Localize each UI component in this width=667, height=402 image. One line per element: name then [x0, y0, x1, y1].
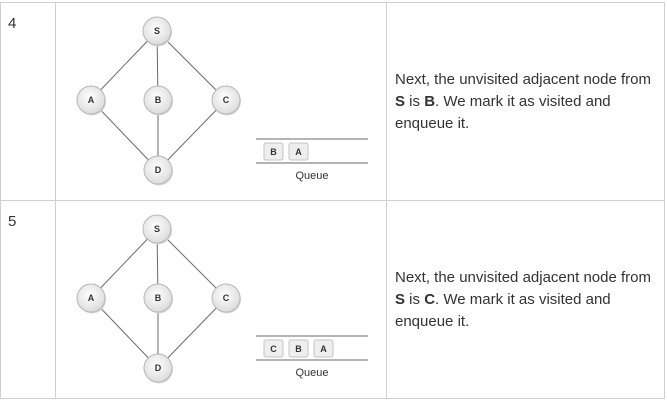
queue-caption: Queue — [295, 367, 328, 379]
step-number-cell: 4 — [0, 2, 56, 201]
node-label: C — [223, 95, 230, 105]
queue-item: C — [263, 339, 284, 358]
node-label: A — [88, 95, 95, 105]
graph-node-d: D — [143, 155, 173, 186]
step-number: 4 — [8, 15, 17, 32]
step-description: Next, the unvisited adjacent node from S… — [387, 69, 664, 135]
queue-item-label: B — [270, 147, 277, 157]
description-node-name: C — [424, 290, 436, 308]
queue-item: B — [263, 142, 284, 161]
graph-diagram-cell: S A B C D C B A Queue — [55, 200, 387, 399]
graph-node-a: A — [76, 85, 106, 116]
node-circle — [143, 85, 173, 115]
description-text: is — [405, 290, 425, 308]
graph-node-s: S — [142, 214, 172, 245]
step-number-cell: 5 — [0, 200, 56, 399]
description-text: . We mark it as visited and enqueue it. — [395, 92, 611, 132]
description-text: Next, the unvisited adjacent node from — [395, 268, 651, 286]
node-circle — [143, 283, 173, 313]
graph-node-d: D — [143, 353, 173, 384]
bfs-graph-diagram: S A B C D B A Queue — [76, 16, 368, 186]
node-label: D — [155, 165, 162, 175]
graph-edge-c-d — [157, 297, 227, 369]
step-description: Next, the unvisited adjacent node from S… — [387, 267, 664, 333]
step-description-cell: Next, the unvisited adjacent node from S… — [386, 2, 665, 201]
graph-node-b: B — [143, 283, 173, 314]
step-number: 5 — [8, 213, 17, 230]
node-circle — [143, 155, 173, 185]
description-text: . We mark it as visited and enqueue it. — [395, 290, 611, 330]
queue-item: A — [288, 142, 309, 161]
graph-node-s: S — [142, 16, 172, 47]
node-label: C — [223, 293, 230, 303]
graph-edge-s-a — [90, 228, 158, 299]
graph-edge-a-d — [90, 99, 159, 171]
node-circle — [211, 283, 241, 313]
bfs-graph-diagram: S A B C D C B A Queue — [76, 214, 368, 384]
description-text: is — [405, 92, 425, 110]
node-circle — [143, 353, 173, 383]
queue-item-label: A — [320, 344, 327, 354]
queue-item-label: B — [295, 344, 302, 354]
queue-item-label: C — [270, 344, 277, 354]
queue-caption: Queue — [295, 170, 328, 182]
graph-edge-s-c — [156, 30, 227, 101]
node-label: S — [154, 26, 160, 36]
description-node-name: B — [424, 92, 436, 110]
description-text: Next, the unvisited adjacent node from — [395, 70, 651, 88]
queue-item-label: A — [295, 147, 302, 157]
graph-node-c: C — [211, 85, 241, 116]
graph-node-b: B — [143, 85, 173, 116]
queue-item: A — [313, 339, 334, 358]
node-circle — [76, 283, 106, 313]
description-node-name: S — [395, 92, 406, 110]
node-label: B — [155, 293, 162, 303]
graph-diagram-cell: S A B C D B A Queue — [55, 2, 387, 201]
queue: B A Queue — [256, 138, 368, 182]
queue-item: B — [288, 339, 309, 358]
graph-edge-s-a — [90, 30, 158, 101]
node-label: B — [155, 95, 162, 105]
graph-node-c: C — [211, 283, 241, 314]
node-circle — [211, 85, 241, 115]
graph-node-a: A — [76, 283, 106, 314]
node-label: A — [88, 293, 95, 303]
node-label: D — [155, 363, 162, 373]
graph-edge-c-d — [157, 99, 227, 171]
node-circle — [76, 85, 106, 115]
node-circle — [142, 16, 172, 46]
graph-edge-a-d — [90, 297, 159, 369]
description-node-name: S — [395, 290, 406, 308]
queue: C B A Queue — [256, 335, 368, 379]
node-circle — [142, 214, 172, 244]
step-description-cell: Next, the unvisited adjacent node from S… — [386, 200, 665, 399]
graph-edge-s-c — [156, 228, 227, 299]
node-label: S — [154, 224, 160, 234]
